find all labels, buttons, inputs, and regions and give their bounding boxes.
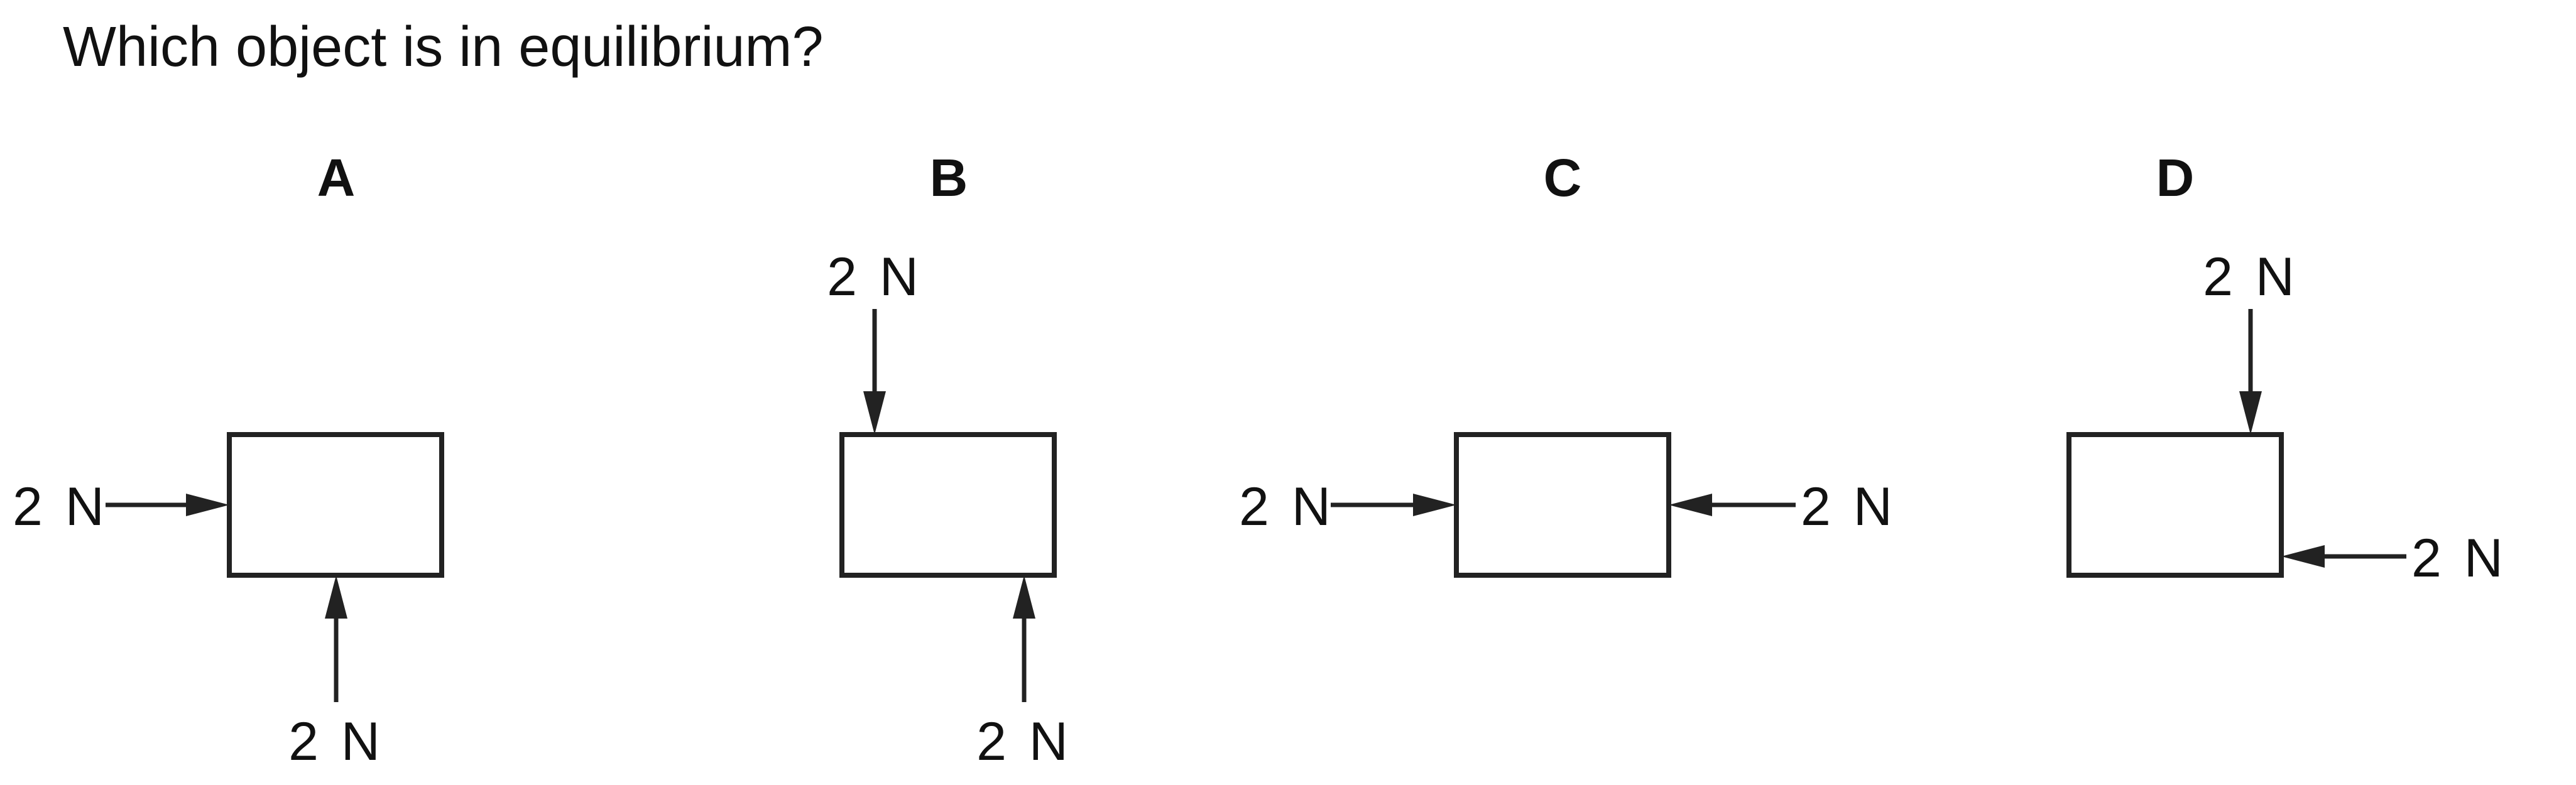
option-b-force-top-arrow — [863, 309, 886, 435]
option-b-force-bottom-label: 2 N — [976, 712, 1072, 772]
option-a-force-bottom-arrow — [325, 575, 347, 702]
option-d-label: D — [2156, 148, 2195, 207]
option-c-force-left-arrow — [1331, 494, 1456, 516]
option-a-force-bottom-label: 2 N — [288, 712, 384, 772]
option-a: A 2 N 2 N — [13, 148, 444, 772]
option-c-label: C — [1544, 148, 1582, 207]
option-c-force-right-label: 2 N — [1801, 477, 1896, 537]
option-b-label: B — [930, 148, 968, 207]
option-c-force-right-arrow — [1669, 494, 1796, 516]
option-d: D 2 N 2 N — [2066, 148, 2507, 588]
question-text: Which object is in equilibrium? — [63, 16, 824, 78]
option-a-force-left-label: 2 N — [13, 477, 108, 537]
option-d-force-top-arrow — [2239, 309, 2262, 435]
option-d-force-top-label: 2 N — [2203, 247, 2298, 307]
option-a-box — [227, 432, 444, 578]
option-d-force-right-label: 2 N — [2411, 528, 2507, 588]
option-a-label: A — [317, 148, 356, 207]
option-c-force-left-label: 2 N — [1239, 477, 1334, 537]
option-d-force-right-arrow — [2281, 545, 2406, 568]
option-b-box — [839, 432, 1057, 578]
option-c-box — [1454, 432, 1671, 578]
option-b-force-bottom-arrow — [1013, 575, 1035, 702]
option-a-force-left-arrow — [106, 494, 229, 516]
option-d-box — [2066, 432, 2284, 578]
option-b: B 2 N 2 N — [827, 148, 1072, 772]
option-c: C 2 N 2 N — [1239, 148, 1896, 578]
option-b-force-top-label: 2 N — [827, 247, 922, 307]
